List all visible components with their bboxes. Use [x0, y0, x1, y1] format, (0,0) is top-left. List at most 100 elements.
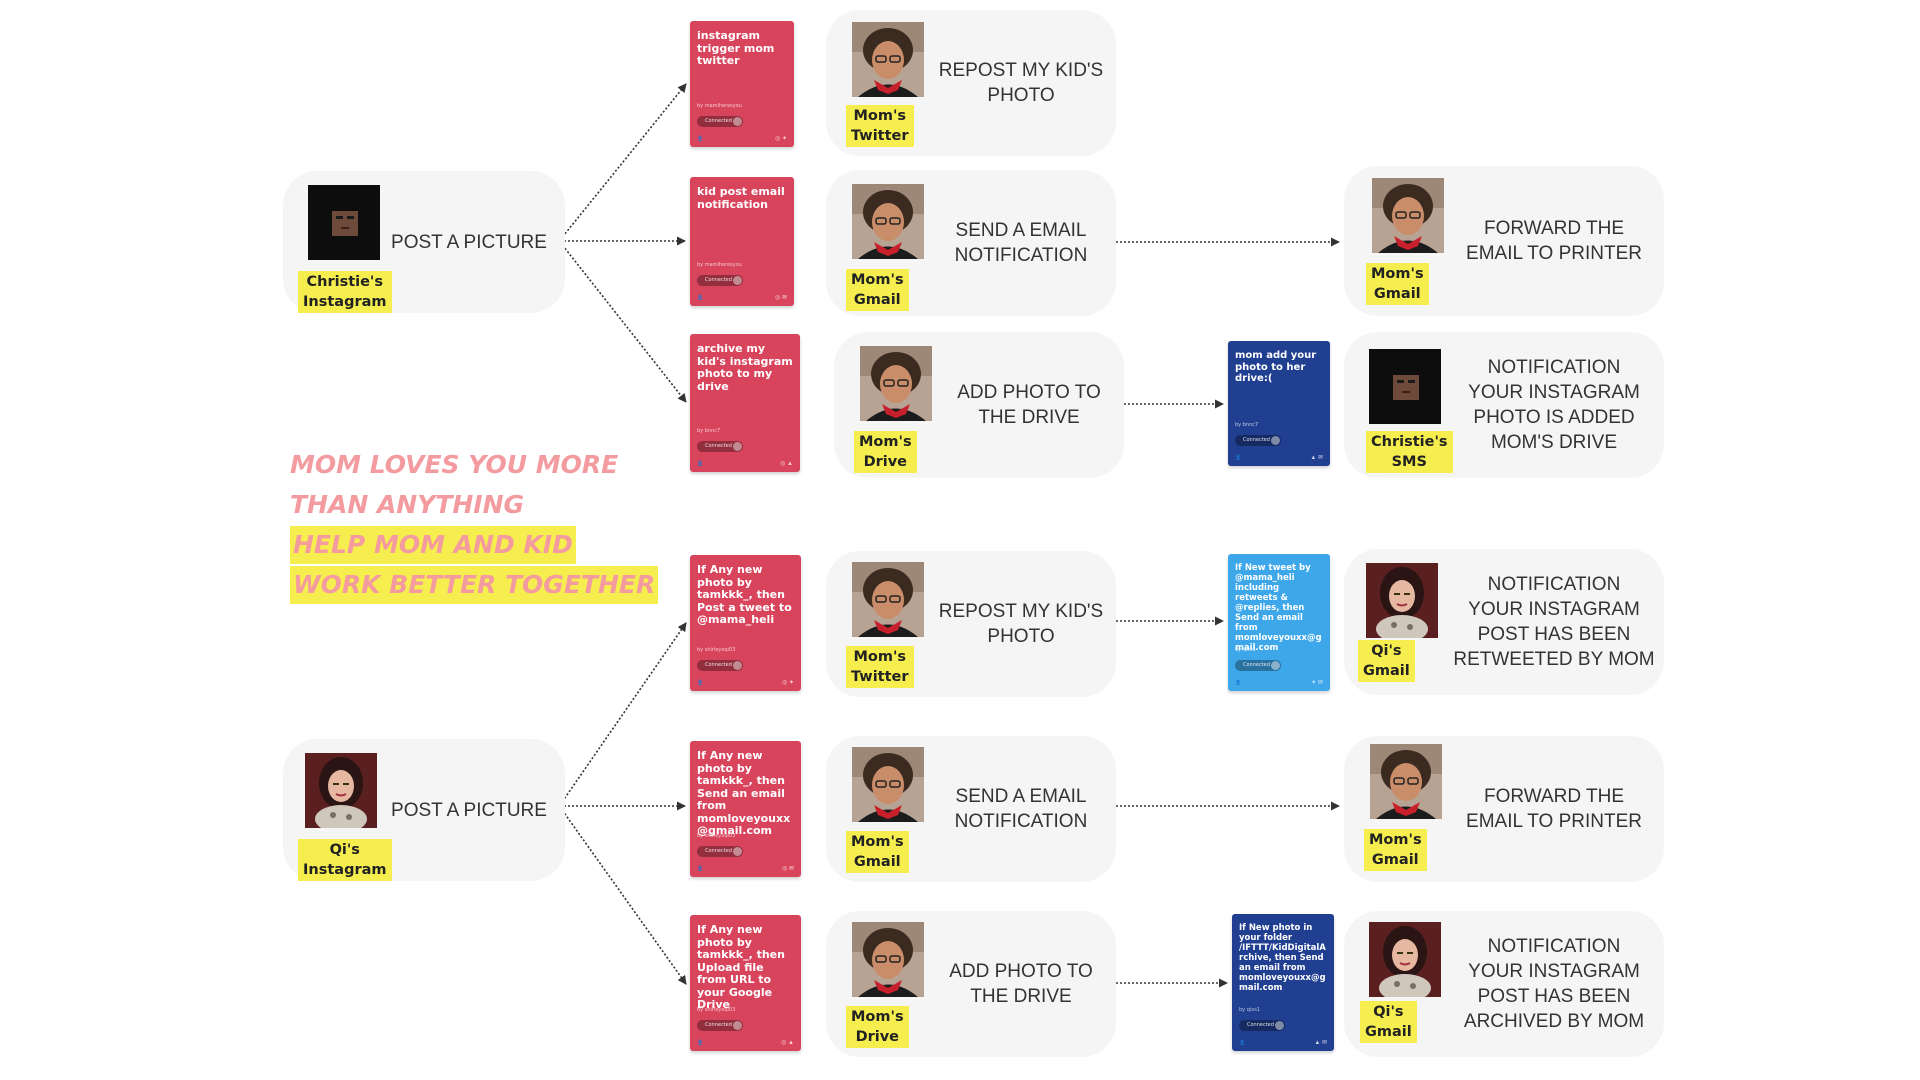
slogan-line-2: THAN ANYTHING [290, 490, 525, 519]
service-icons: ◎ ✦ [782, 680, 794, 686]
toggle-knob [733, 847, 742, 856]
toggle-label: Connected [705, 443, 732, 449]
connected-toggle[interactable]: Connected [1235, 660, 1281, 671]
applet-title: If Any new photo by tamkkk_, then Upload… [697, 923, 785, 1011]
mom-photo [852, 922, 924, 997]
applet-title: mom add your photo to her drive:( [1235, 350, 1317, 384]
service-icons: ◎ ✉ [775, 295, 787, 301]
service-label: Mom's Twitter [846, 105, 914, 147]
toggle-label: Connected [705, 662, 732, 668]
toggle-knob [733, 1021, 742, 1030]
service-label: Mom's Gmail [846, 831, 909, 873]
service-label: Christie's Instagram [298, 271, 392, 313]
slogan-line-1: MOM LOVES YOU MORE [290, 450, 619, 479]
applet-title: If New tweet by @mama_heli including ret… [1235, 563, 1322, 653]
applet-author: by mamiheresyou [697, 103, 742, 109]
mom-photo [852, 184, 924, 259]
connected-toggle[interactable]: Connected [1235, 435, 1281, 446]
dark-selfie-photo [1369, 349, 1441, 424]
service-label: Mom's Drive [854, 431, 917, 473]
arrow-src1-ap1 [559, 83, 687, 241]
connected-toggle[interactable]: Connected [697, 441, 743, 452]
toggle-knob [1271, 661, 1280, 670]
applet-title: instagram trigger mom twitter [697, 29, 775, 67]
arrow-src2-ap4 [559, 622, 687, 806]
qi-selfie-photo [1366, 563, 1438, 638]
slogan-line-3: HELP MOM AND KID [290, 526, 576, 564]
applet-card-6[interactable]: If Any new photo by tamkkk_, then Upload… [690, 915, 801, 1051]
mom-photo [852, 747, 924, 822]
service-icons: ▲ ✉ [1314, 1040, 1327, 1046]
outcome-node-1: Mom's Gmail FORWARD THE EMAIL TO PRINTER [1344, 166, 1664, 316]
user-icon: 👤 [1239, 1040, 1246, 1046]
applet-card-5[interactable]: If Any new photo by tamkkk_, then Send a… [690, 741, 801, 877]
mom-photo [1372, 178, 1444, 253]
applet-title: If Any new photo by tamkkk_, then Send a… [697, 749, 791, 837]
connected-toggle[interactable]: Connected [697, 1020, 743, 1031]
user-icon: 👤 [697, 295, 704, 301]
dark-selfie-photo [308, 185, 380, 260]
user-icon: 👤 [1235, 455, 1242, 461]
applet-card-4[interactable]: If Any new photo by tamkkk_, then Post a… [690, 555, 801, 691]
connected-toggle[interactable]: Connected [697, 846, 743, 857]
node-description: SEND A EMAIL NOTIFICATION [954, 220, 1088, 266]
service-icons: ◎ ✦ [775, 136, 787, 142]
toggle-knob [733, 661, 742, 670]
applet-author: by mamiheresyou [697, 262, 742, 268]
arrow-src2-ap6 [559, 806, 687, 985]
applet-author: by qixs1 [1235, 647, 1257, 653]
applet-title: If Any new photo by tamkkk_, then Post a… [697, 563, 792, 626]
applet-title: If New photo in your folder /IFTTT/KidDi… [1239, 923, 1326, 993]
applet-title: kid post email notification [697, 185, 785, 211]
connected-toggle[interactable]: Connected [697, 660, 743, 671]
connected-toggle[interactable]: Connected [697, 116, 743, 127]
toggle-label: Connected [1243, 662, 1270, 668]
node-description: NOTIFICATION YOUR INSTAGRAM POST HAS BEE… [1463, 936, 1645, 1032]
node-description: FORWARD THE EMAIL TO PRINTER [1466, 218, 1642, 264]
applet-card-7[interactable]: mom add your photo to her drive:(by bnnc… [1228, 341, 1330, 466]
connected-toggle[interactable]: Connected [697, 275, 743, 286]
applet-card-3[interactable]: archive my kid's instagram photo to my d… [690, 334, 800, 472]
mom-photo [852, 562, 924, 637]
node-description: NOTIFICATION YOUR INSTAGRAM PHOTO IS ADD… [1468, 357, 1640, 453]
action-node-4: Mom's Twitter REPOST MY KID'S PHOTO [826, 551, 1116, 697]
service-icons: ◎ ✉ [782, 866, 794, 872]
node-description: REPOST MY KID'S PHOTO [938, 60, 1104, 106]
outcome-node-3: Qi's Gmail NOTIFICATION YOUR INSTAGRAM PO… [1344, 549, 1664, 695]
applet-author: by qixs1 [1239, 1007, 1261, 1013]
applet-card-2[interactable]: kid post email notification by mamiheresy… [690, 177, 794, 306]
service-icons: ◎ ▲ [780, 461, 793, 467]
arrow-src1-ap3 [559, 241, 687, 403]
service-label: Qi's Instagram [298, 839, 392, 881]
user-icon: 👤 [697, 1040, 704, 1046]
applet-card-8[interactable]: If New tweet by @mama_heli including ret… [1228, 554, 1330, 691]
toggle-label: Connected [705, 848, 732, 854]
applet-card-1[interactable]: instagram trigger mom twitter by mamihere… [690, 21, 794, 147]
toggle-label: Connected [1243, 437, 1270, 443]
qi-selfie-photo [1369, 922, 1441, 997]
toggle-label: Connected [705, 118, 732, 124]
connected-toggle[interactable]: Connected [1239, 1020, 1285, 1031]
node-description: REPOST MY KID'S PHOTO [938, 601, 1104, 647]
applet-card-9[interactable]: If New photo in your folder /IFTTT/KidDi… [1232, 914, 1334, 1051]
user-icon: 👤 [697, 461, 704, 467]
node-description: NOTIFICATION YOUR INSTAGRAM POST HAS BEE… [1453, 574, 1655, 670]
service-label: Christie's SMS [1366, 431, 1453, 473]
toggle-knob [733, 442, 742, 451]
service-label: Mom's Gmail [1366, 263, 1429, 305]
mom-photo [860, 346, 932, 421]
service-icons: ▲ ✉ [1310, 455, 1323, 461]
service-label: Qi's Gmail [1358, 640, 1415, 682]
service-label: Mom's Twitter [846, 646, 914, 688]
outcome-node-2: Christie's SMS NOTIFICATION YOUR INSTAGRA… [1344, 332, 1664, 478]
qi-selfie-photo [305, 753, 377, 828]
toggle-label: Connected [705, 1022, 732, 1028]
node-description: SEND A EMAIL NOTIFICATION [954, 786, 1088, 832]
toggle-knob [733, 117, 742, 126]
